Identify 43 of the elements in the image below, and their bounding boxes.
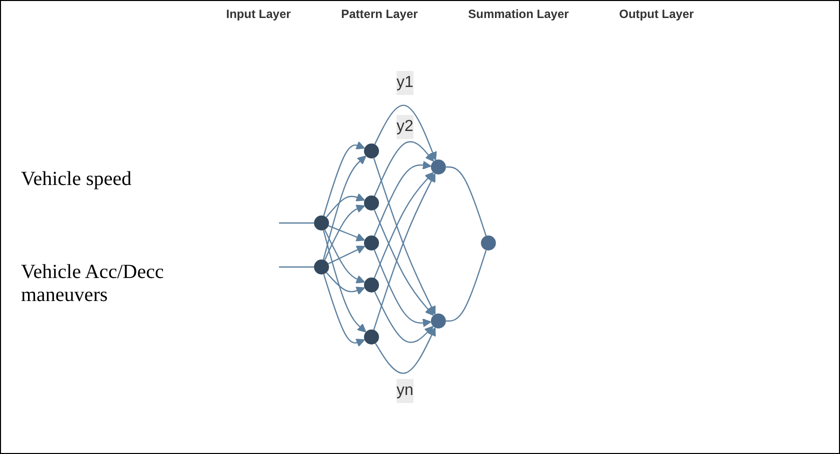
node-ellipse	[364, 330, 379, 344]
edge-label: y1	[396, 74, 414, 91]
edge-label: y2	[396, 118, 414, 135]
layer-heading: Input Layer	[226, 7, 291, 21]
node-ellipse	[364, 196, 379, 210]
arrow	[374, 104, 437, 160]
arrow	[322, 230, 366, 332]
arrow	[326, 193, 365, 218]
input-label: Vehicle speed	[21, 168, 133, 190]
arrow	[324, 230, 365, 284]
arrow	[326, 272, 365, 295]
node-ellipse	[364, 278, 379, 292]
arrow	[328, 246, 366, 264]
arrow	[374, 210, 434, 316]
node-ellipse	[314, 216, 329, 230]
node-ellipse	[480, 236, 496, 250]
arrow	[323, 141, 365, 216]
node-ellipse	[364, 144, 379, 158]
layer-heading: Output Layer	[619, 7, 694, 21]
connector	[446, 250, 487, 322]
node-ellipse	[314, 260, 329, 274]
arrow	[373, 173, 436, 330]
arrow	[374, 172, 434, 278]
layer-heading: Summation Layer	[468, 7, 569, 21]
layer-heading: Pattern Layer	[341, 7, 418, 21]
node-ellipse	[430, 314, 446, 328]
arrow	[374, 250, 432, 328]
arrow	[328, 225, 365, 242]
arrow	[374, 292, 434, 343]
arrow	[374, 160, 432, 236]
arrow	[373, 158, 436, 315]
node-ellipse	[430, 160, 446, 174]
arrow	[374, 327, 436, 374]
connector	[279, 266, 314, 268]
arrow	[324, 204, 365, 260]
arrow	[322, 156, 366, 260]
edge-label: yn	[396, 382, 414, 399]
connector	[279, 222, 314, 224]
arrow	[374, 141, 434, 196]
input-label: Vehicle Acc/Decc maneuvers	[21, 260, 165, 306]
connector	[446, 166, 487, 236]
node-ellipse	[364, 236, 379, 250]
arrow	[323, 274, 365, 347]
